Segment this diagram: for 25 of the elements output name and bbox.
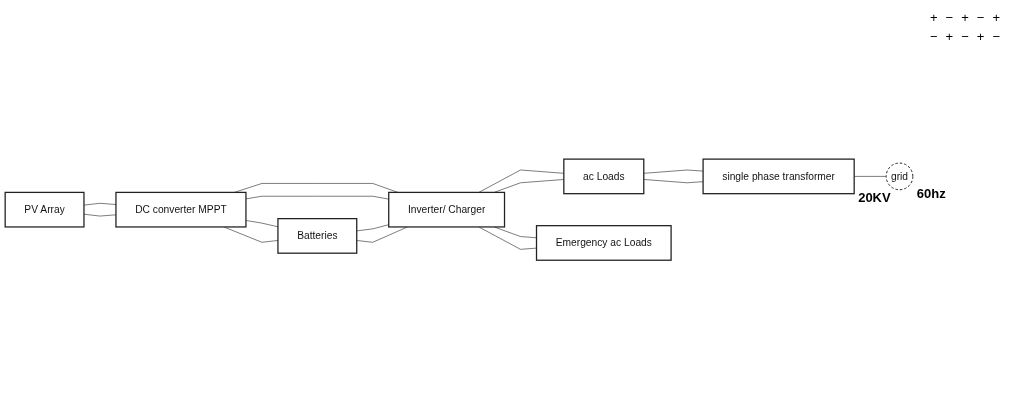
node-note: 60hz — [916, 185, 946, 201]
node-box: Inverter/ Charger — [388, 191, 506, 228]
terminal-sign: + — [976, 29, 985, 44]
terminal-sign: + — [992, 10, 1000, 25]
terminal-sign: − — [976, 10, 985, 25]
terminal-sign: − — [930, 29, 938, 44]
terminal-sign: + — [945, 29, 954, 44]
node-circle: grid — [885, 162, 914, 191]
node-box: ac Loads — [563, 158, 645, 195]
terminal-sign: − — [961, 29, 969, 44]
terminal-sign: − — [992, 29, 1000, 44]
node-note: 20KV — [858, 189, 891, 205]
connector — [356, 226, 408, 243]
terminal-sign: + — [961, 10, 969, 25]
terminal-sign: + — [930, 10, 938, 25]
node-box: Batteries — [277, 217, 358, 254]
node-box: PV Array — [4, 191, 85, 228]
connector — [478, 226, 537, 250]
terminal-sign: − — [945, 10, 954, 25]
node-box: DC converter MPPT — [115, 191, 247, 228]
connector — [643, 169, 704, 174]
connector — [643, 179, 704, 183]
connector — [356, 224, 390, 232]
node-box: single phase transformer — [702, 158, 855, 195]
node-box: Emergency ac Loads — [535, 224, 672, 261]
